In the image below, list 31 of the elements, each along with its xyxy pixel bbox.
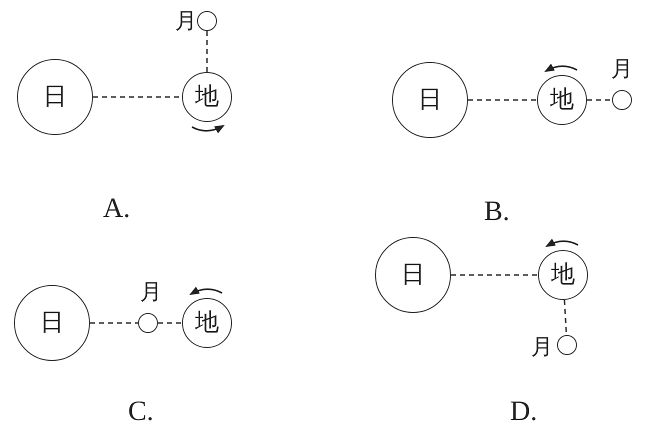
dashed-line xyxy=(468,99,537,101)
node-text: 日 xyxy=(40,311,64,335)
circle-node xyxy=(557,335,577,355)
node-caption: 月 xyxy=(175,10,197,32)
circle-node xyxy=(182,72,232,122)
node-caption: 月 xyxy=(140,281,162,303)
option-label: C. xyxy=(128,398,154,426)
dashed-line xyxy=(451,274,538,276)
option-label: B. xyxy=(484,198,510,226)
dashed-line xyxy=(90,322,138,324)
node-text: 地 xyxy=(551,263,575,287)
node-text: 地 xyxy=(195,311,219,335)
circle-node xyxy=(197,11,217,31)
dashed-line xyxy=(93,96,182,98)
node-text: 地 xyxy=(195,85,219,109)
dashed-line xyxy=(206,31,208,72)
node-caption: 月 xyxy=(611,58,633,80)
circle-node xyxy=(182,298,232,348)
node-text: 日 xyxy=(43,85,67,109)
dashed-line xyxy=(158,322,182,324)
dashed-line xyxy=(587,99,612,101)
option-label: D. xyxy=(510,398,538,426)
node-text: 日 xyxy=(401,263,425,287)
option-label: A. xyxy=(103,195,130,223)
circle-node xyxy=(612,90,632,110)
node-caption: 月 xyxy=(531,336,553,358)
circle-node xyxy=(538,250,588,300)
node-text: 日 xyxy=(418,88,442,112)
node-text: 地 xyxy=(550,88,574,112)
circle-node xyxy=(537,75,587,125)
circle-node xyxy=(138,313,158,333)
